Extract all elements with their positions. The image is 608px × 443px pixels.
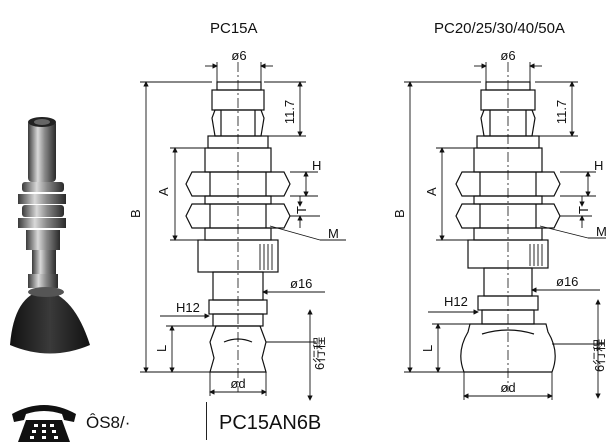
- label-b: B: [128, 209, 143, 218]
- label-d: ød: [500, 380, 515, 395]
- label-b: B: [392, 209, 407, 218]
- label-h12: H12: [176, 300, 200, 315]
- telephone-icon: [12, 405, 76, 442]
- label-stroke: 6行程: [312, 337, 327, 370]
- label-11-7: 11.7: [554, 100, 569, 124]
- label-t: T: [576, 206, 591, 214]
- label-m: M: [596, 224, 607, 239]
- label-11-7: 11.7: [282, 100, 297, 124]
- vacuum-pad-photo: [10, 117, 90, 354]
- label-l: L: [154, 345, 169, 352]
- model-code: PC15AN6B: [219, 412, 322, 434]
- label-h12: H12: [444, 294, 468, 309]
- labels-pc15a: ø6 11.7 H T M A B ø16 H12 L 6行程 ød: [128, 48, 339, 391]
- dimensions-pc15a: [140, 62, 346, 401]
- label-l: L: [420, 345, 435, 352]
- dimensions-pc20-50a: [404, 62, 606, 400]
- label-t: T: [294, 206, 309, 214]
- label-m: M: [328, 226, 339, 241]
- phone-number-text: ÔS8/·: [86, 413, 131, 432]
- label-d16: ø16: [556, 274, 578, 289]
- label-d6: ø6: [500, 48, 515, 63]
- label-stroke: 6行程: [592, 339, 607, 372]
- title-pc20-50a: PC20/25/30/40/50A: [434, 20, 565, 37]
- drawing-pc15a: [185, 62, 291, 392]
- labels-pc20-50a: ø6 11.7 H T M A B ø16 H12 L 6行程 ød: [392, 48, 607, 395]
- label-d6: ø6: [231, 48, 246, 63]
- label-d: ød: [230, 376, 245, 391]
- footer-divider: [206, 402, 207, 440]
- label-h: H: [312, 158, 321, 173]
- label-a: A: [424, 187, 439, 196]
- label-d16: ø16: [290, 276, 312, 291]
- label-a: A: [156, 187, 171, 196]
- title-pc15a: PC15A: [210, 20, 258, 37]
- drawing-pc20-50a: [455, 62, 561, 392]
- label-h: H: [594, 158, 603, 173]
